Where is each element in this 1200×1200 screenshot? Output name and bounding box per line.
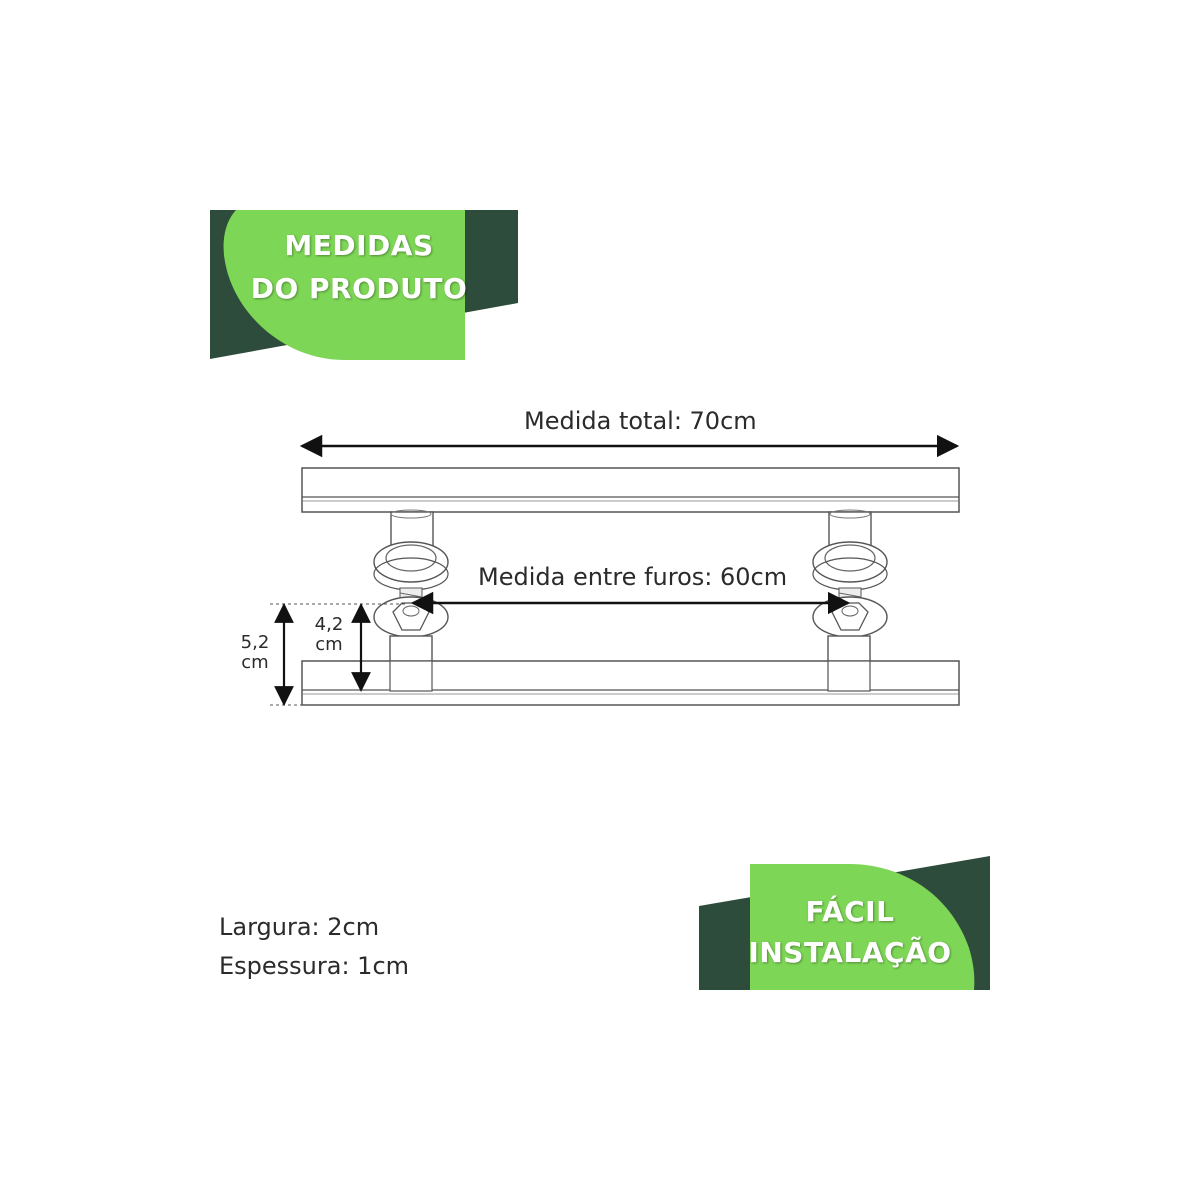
inner-height-value: 4,2 — [314, 614, 344, 635]
inner-height-label: 4,2 cm — [312, 615, 346, 655]
hole-distance-label: Medida entre furos: 60cm — [478, 563, 788, 591]
badge-title-line-1: FÁCIL — [805, 895, 895, 928]
bottom-bar — [301, 660, 960, 706]
badge-background — [210, 210, 518, 360]
inner-height-unit: cm — [315, 634, 343, 655]
left-post — [373, 509, 449, 692]
product-specs: Largura: 2cm Espessura: 1cm — [219, 908, 409, 986]
outer-height-value: 5,2 — [240, 632, 270, 653]
badge-title-line-1: MEDIDAS — [284, 229, 434, 262]
outer-height-label: 5,2 cm — [238, 633, 272, 673]
badge-background — [699, 856, 990, 990]
product-measurements-badge: MEDIDAS DO PRODUTO — [210, 210, 518, 360]
top-bar — [301, 467, 960, 513]
badge-title: FÁCIL INSTALAÇÃO — [745, 891, 955, 973]
easy-installation-badge: FÁCIL INSTALAÇÃO — [699, 856, 990, 990]
outer-height-unit: cm — [241, 652, 269, 673]
badge-title-line-2: INSTALAÇÃO — [748, 936, 952, 969]
badge-title-line-2: DO PRODUTO — [250, 272, 468, 305]
width-spec: Largura: 2cm — [219, 913, 380, 941]
thickness-spec: Espessura: 1cm — [219, 952, 410, 980]
total-length-label: Medida total: 70cm — [524, 407, 757, 435]
badge-title: MEDIDAS DO PRODUTO — [220, 224, 498, 310]
